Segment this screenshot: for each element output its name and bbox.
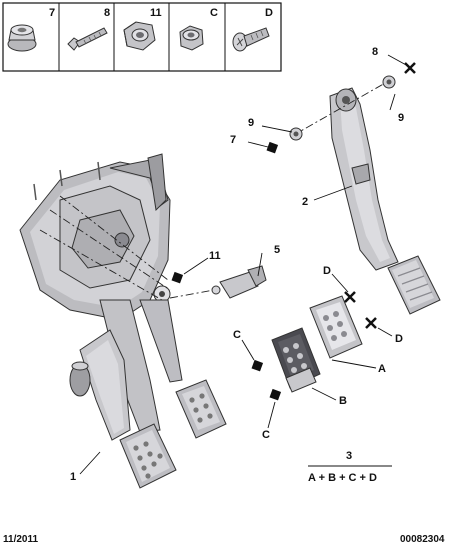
strip-cell-c: C	[179, 7, 218, 51]
strip-ref-11: 11	[150, 7, 162, 19]
strip-ref-d: D	[265, 7, 273, 19]
bolt-icon	[67, 27, 108, 51]
callout-8: 8	[372, 46, 378, 58]
strip-ref-7: 7	[49, 7, 55, 19]
parts-strip: 7 8 11	[2, 2, 282, 72]
hex-nut-icon	[123, 21, 156, 51]
footer-date: 11/2011	[3, 534, 38, 545]
square-marker-icon-11	[171, 271, 184, 284]
bushing-icon	[289, 127, 303, 141]
pad-kit	[171, 271, 377, 401]
pad-a-icon	[309, 295, 363, 359]
callout-5: 5	[274, 244, 280, 256]
clutch-pedal-part-2	[329, 87, 441, 315]
flange-nut-icon	[7, 24, 37, 52]
cross-marker-icon-d1	[344, 291, 356, 303]
callout-a: A	[378, 363, 386, 375]
strip-cell-d: D	[232, 7, 273, 52]
callout-9-right: 9	[398, 112, 404, 124]
strip-cell-8: 8	[67, 7, 110, 51]
pedal-box-bracket	[19, 153, 171, 321]
square-marker-icon-c1	[251, 359, 264, 372]
footer: 11/2011 00082304	[3, 534, 445, 545]
callout-c-top: C	[233, 329, 241, 341]
pedal-part-1	[69, 299, 227, 489]
strip-ref-c: C	[210, 7, 218, 19]
pad-b-icon	[271, 327, 321, 393]
small-nut-icon	[179, 25, 204, 51]
callout-3: 3	[346, 450, 352, 462]
callout-2: 2	[302, 196, 308, 208]
callout-11: 11	[209, 250, 221, 262]
callout-9-left: 9	[248, 117, 254, 129]
switch-part-5	[169, 265, 267, 299]
screw-icon	[232, 27, 270, 52]
callout-d-top: D	[323, 265, 331, 277]
footer-code: 00082304	[400, 534, 445, 545]
cross-marker-icon-d2	[365, 317, 377, 329]
square-marker-icon	[266, 141, 279, 154]
pivot-hardware	[266, 62, 416, 154]
callout-7: 7	[230, 134, 236, 146]
callout-b: B	[339, 395, 347, 407]
cross-marker-icon	[404, 62, 416, 74]
strip-cell-11: 11	[123, 7, 162, 51]
kit-formula: A + B + C + D	[308, 472, 377, 484]
accel-pad-icon	[175, 379, 227, 439]
strip-cell-7: 7	[7, 7, 55, 52]
callout-c-bottom: C	[262, 429, 270, 441]
strip-ref-8: 8	[104, 7, 110, 19]
callouts: 8 9 9 7 2 5 11 D D C A B C 1 3 A + B + C…	[70, 46, 404, 484]
bushing-icon-2	[382, 75, 396, 89]
callout-d-right: D	[395, 333, 403, 345]
brake-pad-icon	[119, 423, 177, 489]
leader-lines	[79, 54, 409, 475]
square-marker-icon-c2	[269, 388, 282, 401]
callout-1: 1	[70, 471, 76, 483]
